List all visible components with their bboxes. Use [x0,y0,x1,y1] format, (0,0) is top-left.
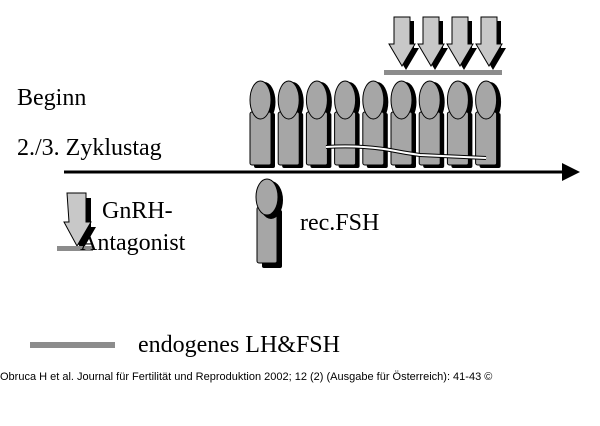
start-label-beginn: Beginn [17,85,86,111]
endogenous-hormone-curve-inner [325,145,487,159]
fsh-capsule [446,80,473,168]
source-caption: Obruca H et al. Journal für Fertilität u… [0,371,493,383]
antagonist-arrow [475,16,506,70]
antagonist-bar [384,70,502,75]
legend-antagonist-arrow-icon [57,192,96,251]
fsh-capsule [305,80,332,168]
antagonist-arrow [446,16,477,70]
fsh-capsule [334,80,361,168]
legend-antagonist-label-2: Antagonist [80,230,186,256]
fsh-capsule [475,80,502,168]
antagonist-arrow [388,16,419,70]
start-label-cycle-day: 2./3. Zyklustag [17,135,162,161]
fsh-capsule [362,80,389,168]
legend-fsh-label: rec.FSH [300,210,379,236]
legend-endogenous-line-icon [30,342,115,348]
legend-antagonist-label-1: GnRH- [102,198,173,224]
fsh-injection-row [249,80,502,168]
legend-fsh-capsule-icon [255,178,283,268]
antagonist-arrow [417,16,448,70]
fsh-capsule [418,80,445,168]
legend-endogenous-label: endogenes LH&FSH [138,332,340,358]
fsh-capsule [249,80,276,168]
timeline-arrowhead [562,163,580,181]
antagonist-dose-row [388,16,506,70]
fsh-capsule [277,80,304,168]
